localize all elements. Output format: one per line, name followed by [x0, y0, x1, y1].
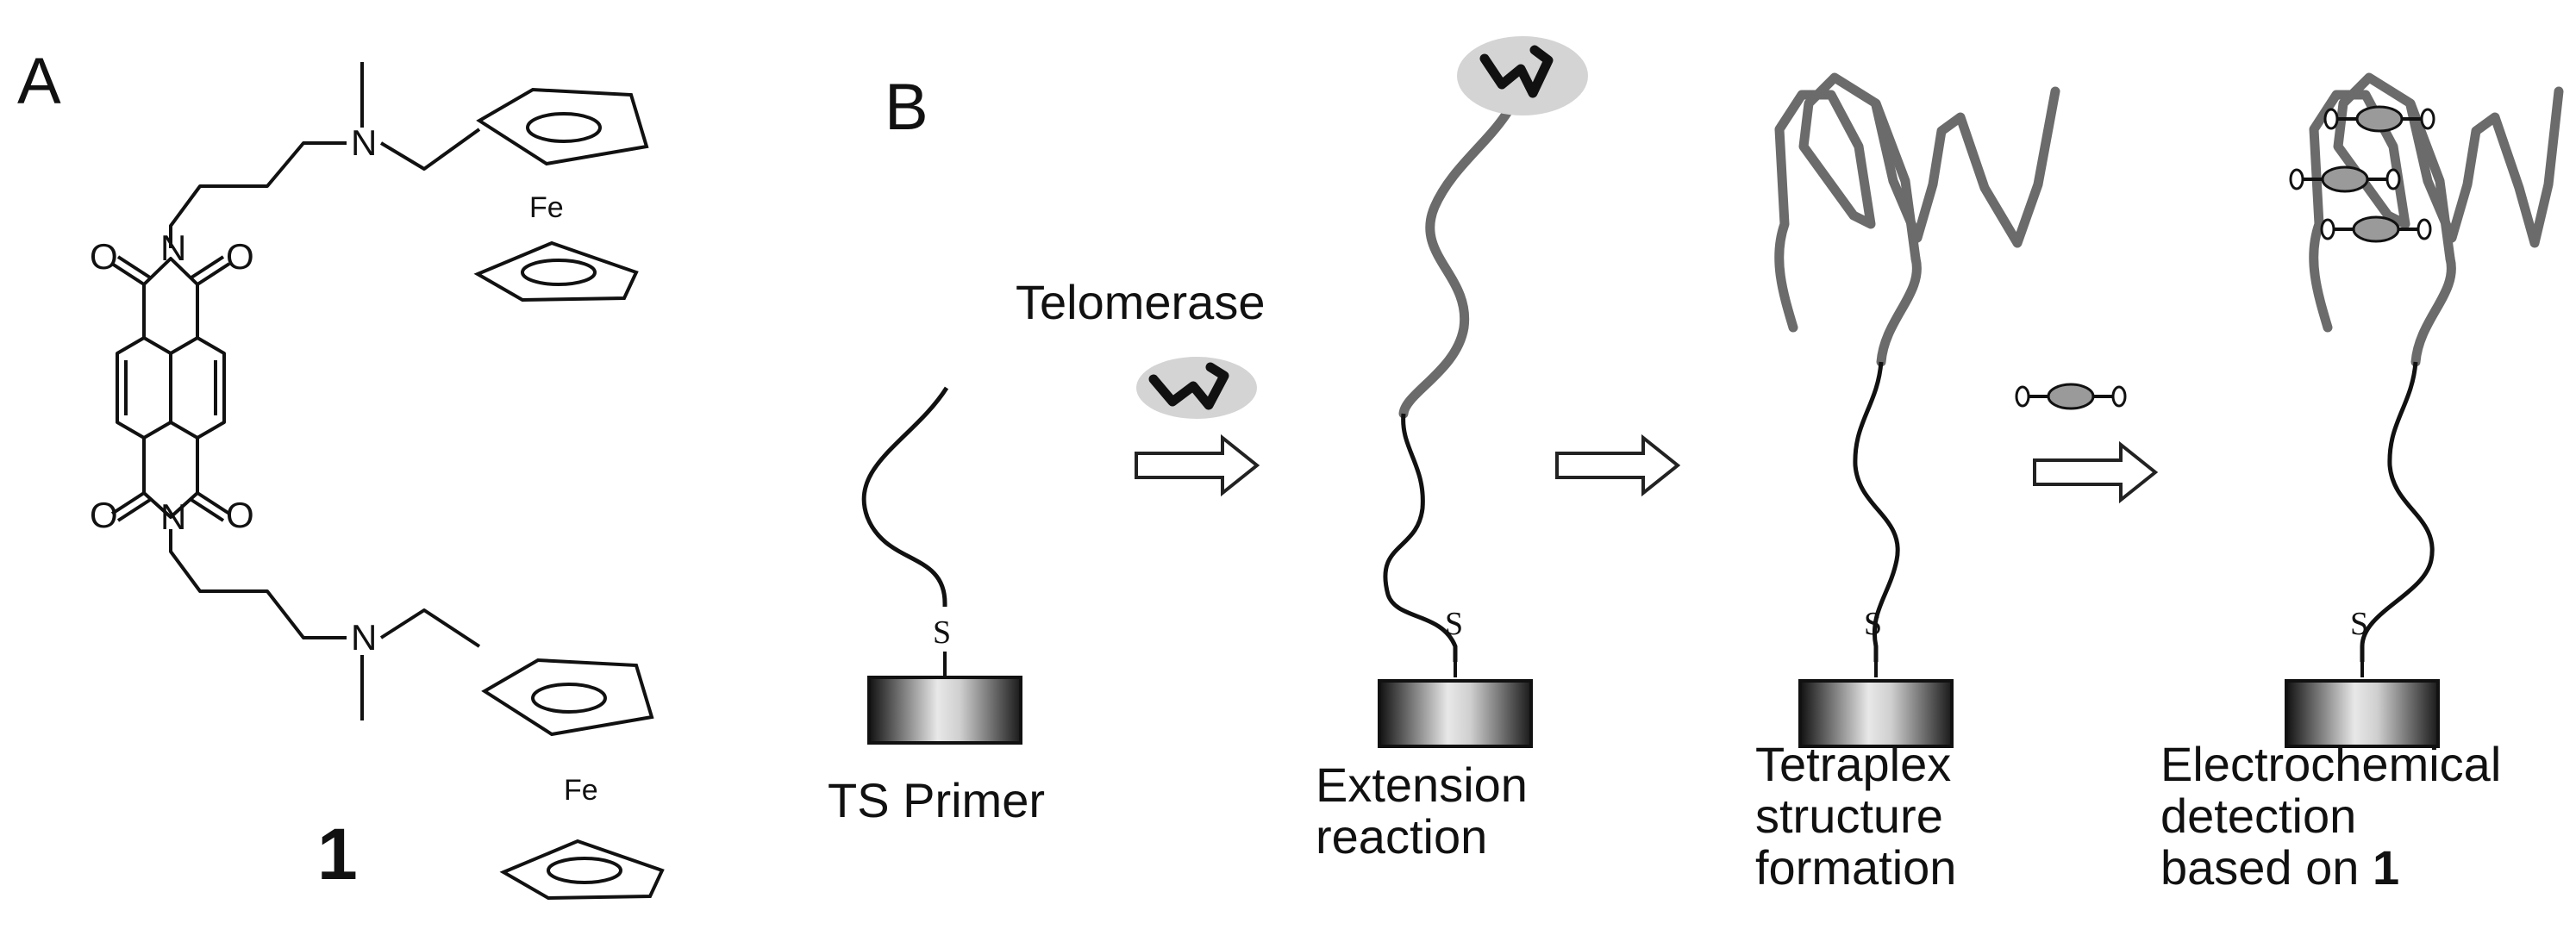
- sulfur-label: S: [1864, 606, 1882, 642]
- hollow-arrow-icon: [2033, 443, 2157, 502]
- step-label-ts-primer: TS Primer: [828, 773, 1045, 827]
- ferrocene-icon: Fe: [483, 658, 664, 900]
- step-label-detection: Electrochemical detection based on 1: [2160, 737, 2515, 895]
- carbonyl-o-1: O: [90, 236, 118, 277]
- carbonyl-o-3: O: [90, 495, 118, 535]
- ligand-icon: [2015, 383, 2127, 410]
- step-extension: S Extension reaction: [1316, 36, 1588, 864]
- telomerase-arrow-group: Telomerase: [1016, 275, 1265, 495]
- electrode-icon: [867, 676, 1022, 745]
- ligand-icon: [2289, 165, 2401, 193]
- hollow-arrow-icon: [1555, 436, 1679, 495]
- panel-a: A: [17, 45, 664, 900]
- step-ts-primer: S TS Primer: [828, 386, 1045, 827]
- imide-n-top: N: [160, 228, 186, 268]
- sulfur-label: S: [2350, 606, 2368, 642]
- carbonyl-o-4: O: [226, 495, 254, 535]
- step-label-tetraplex: Tetraplex structure formation: [1755, 737, 1965, 895]
- fe-label-top: Fe: [529, 191, 564, 224]
- amine-n-bottom: N: [351, 617, 377, 658]
- fe-label-bottom: Fe: [564, 774, 598, 807]
- carbonyl-o-2: O: [226, 236, 254, 277]
- step-detection: S Electrochemical detection based on 1: [2160, 72, 2564, 895]
- telomerase-icon: [1136, 357, 1257, 419]
- amine-n-top: N: [351, 122, 377, 163]
- telomerase-icon: [1457, 36, 1588, 115]
- telomerase-label: Telomerase: [1016, 275, 1265, 329]
- step-tetraplex: S Tetraplex structure formation: [1755, 72, 2060, 895]
- compound-1-structure: N N O O O O N N Fe Fe: [90, 62, 664, 900]
- panel-a-label: A: [17, 45, 61, 118]
- electrode-icon: [1378, 679, 1533, 748]
- compound-number: 1: [317, 814, 358, 895]
- panel-b-label: B: [885, 71, 928, 144]
- hollow-arrow-icon: [1135, 436, 1259, 495]
- ferrocene-icon: Fe: [476, 88, 648, 302]
- imide-n-bottom: N: [160, 496, 186, 537]
- sulfur-label: S: [1445, 606, 1463, 642]
- ndi-core: [110, 62, 481, 720]
- ligand-icon: [2320, 215, 2432, 243]
- panel-b: B S TS Primer Telomerase: [828, 36, 2564, 895]
- step-label-extension: Extension reaction: [1316, 758, 1541, 864]
- sulfur-label: S: [933, 614, 951, 651]
- ligand-arrow-group: [2015, 383, 2157, 502]
